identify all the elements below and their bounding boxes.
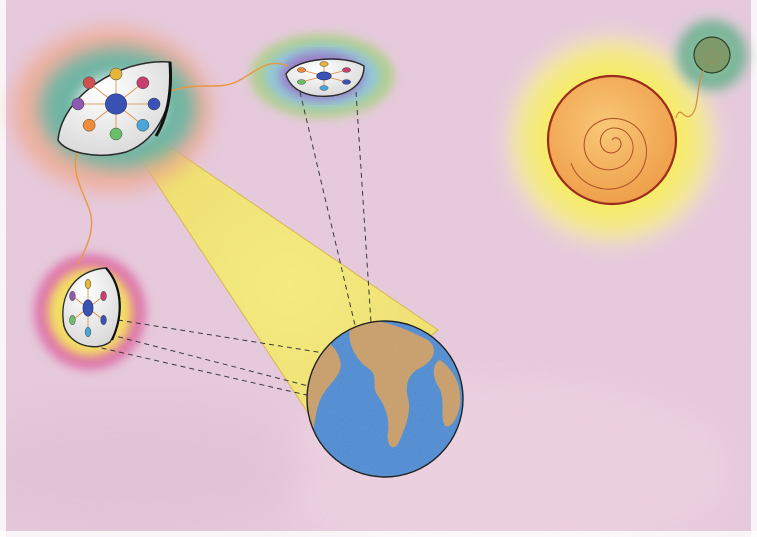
network-node (137, 119, 149, 131)
network-node (320, 62, 328, 67)
network-node (110, 128, 122, 140)
network-hub (83, 300, 93, 316)
network-node (297, 68, 305, 73)
network-node (320, 86, 328, 91)
network-node (83, 77, 95, 89)
network-node (85, 279, 91, 289)
network-node (297, 80, 305, 85)
network-node (70, 315, 76, 325)
network-node (101, 315, 107, 325)
network-node (83, 119, 95, 131)
network-node (342, 68, 350, 73)
dish-large-network (72, 68, 160, 140)
small-planet-icon (670, 13, 754, 97)
network-hub (105, 94, 126, 114)
network-node (342, 80, 350, 85)
network-node (137, 77, 149, 89)
network-hub (317, 72, 332, 80)
network-node (148, 98, 160, 110)
network-node (70, 291, 76, 301)
network-node (110, 68, 122, 80)
network-node (72, 98, 84, 110)
network-node (101, 291, 107, 301)
network-node (85, 327, 91, 337)
